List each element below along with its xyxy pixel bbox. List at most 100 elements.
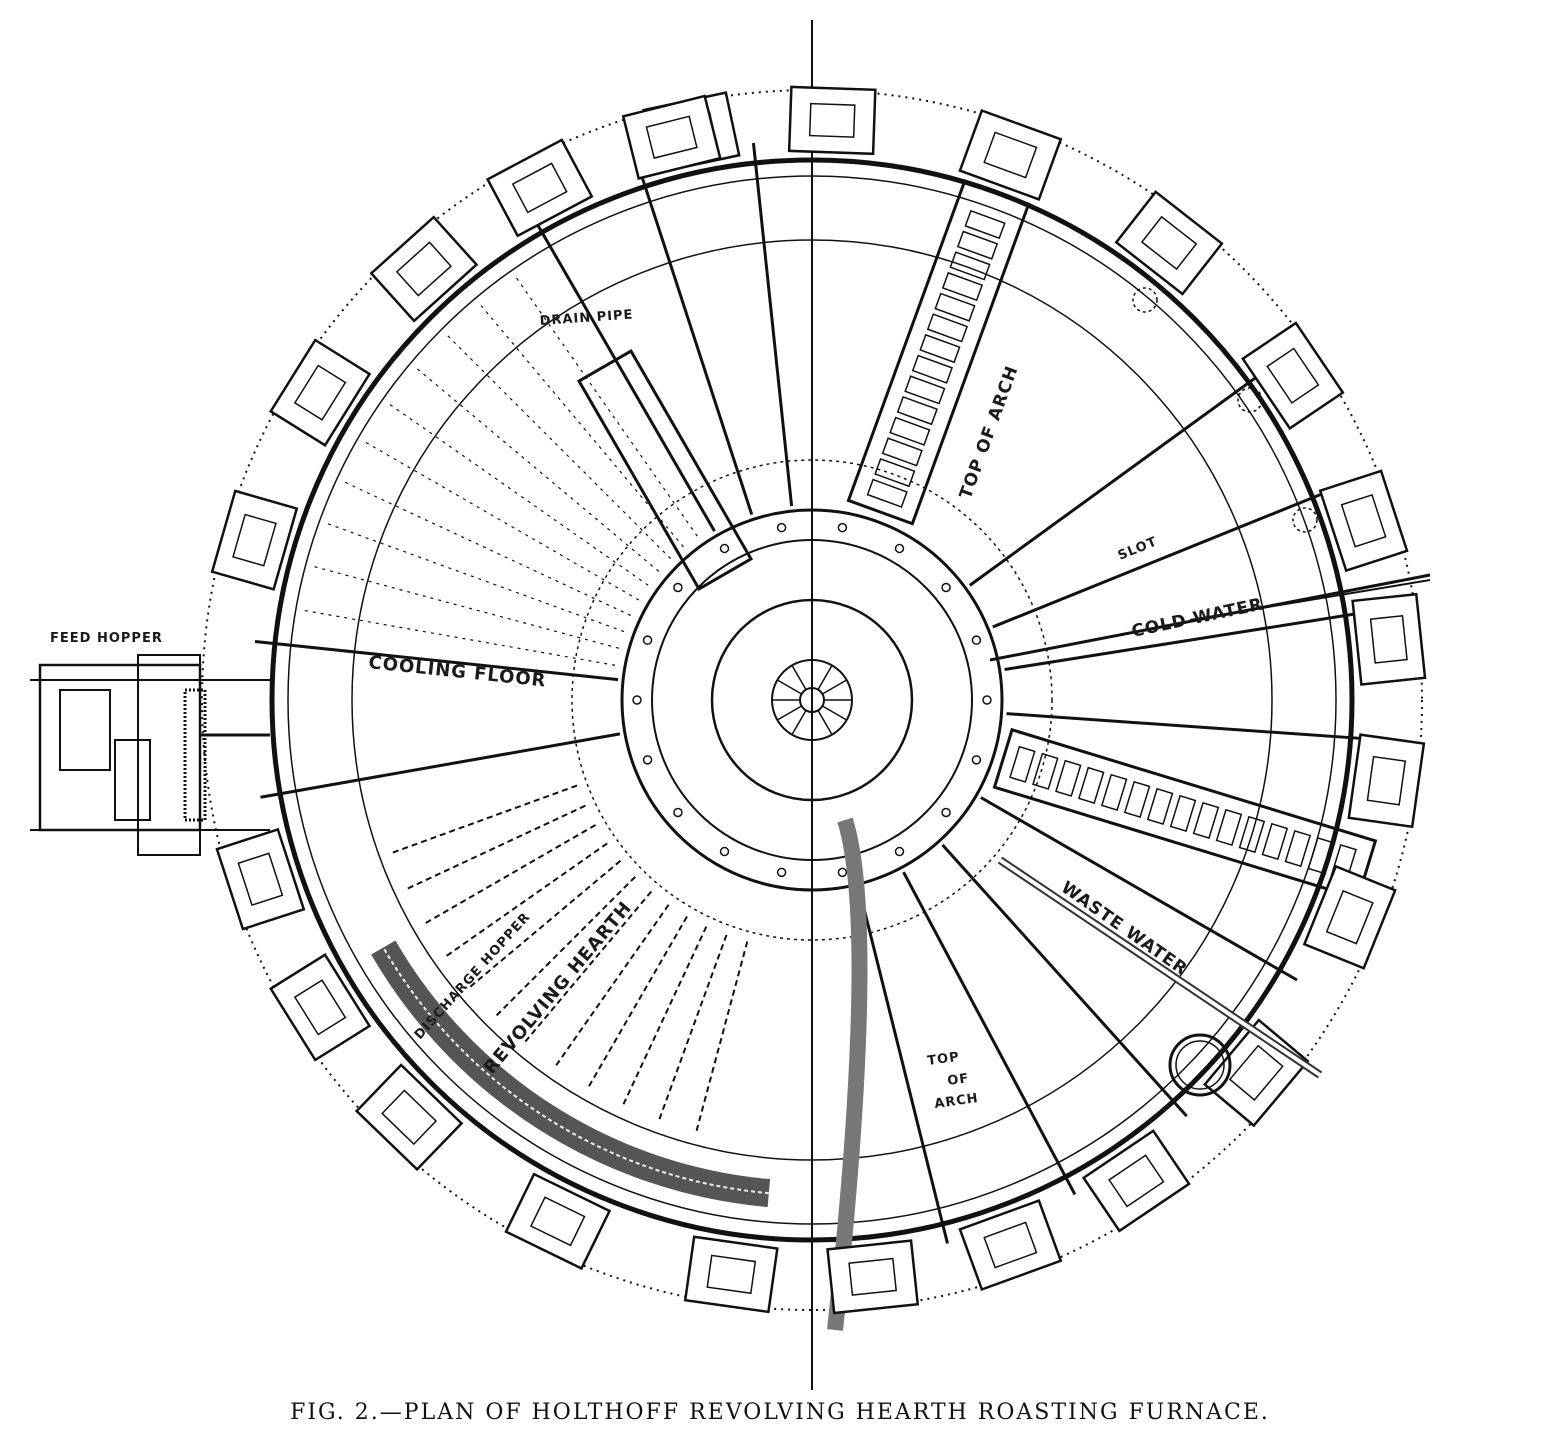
wall-buttress [683, 1235, 779, 1314]
rabble-tooth [1055, 759, 1082, 797]
wall-buttress [485, 138, 594, 238]
wall-buttress [1318, 469, 1409, 573]
column-bolt [776, 867, 787, 878]
label-waste-water: WASTE WATER [1057, 878, 1191, 980]
buttress-inner [645, 115, 698, 159]
buttress-inner [983, 1221, 1038, 1269]
buttress-inner [1140, 215, 1198, 271]
cooling-floor-ray [477, 301, 684, 548]
wall-buttress [621, 94, 722, 180]
wall-buttress [504, 1172, 612, 1271]
shaft-spoke [776, 679, 802, 695]
label-revolving-hearth: REVOLVING HEARTH [480, 897, 637, 1078]
cooling-floor-ray [443, 331, 672, 560]
hearth-mid-ring [571, 459, 1053, 941]
column-bolt [971, 635, 982, 645]
shaft-spoke [822, 705, 848, 721]
wall-buttress [1241, 321, 1345, 431]
rabble-tooth [941, 271, 984, 302]
rabble-arm [1006, 712, 1371, 741]
rabble-tooth [919, 333, 961, 364]
column-bolt [982, 695, 992, 705]
shaft-spoke [776, 705, 802, 721]
rabble-tooth [1261, 822, 1289, 861]
buttress-inner [1325, 889, 1374, 945]
buttress-inner [1369, 614, 1408, 664]
hearth-ray [421, 824, 596, 926]
wall-buttress [958, 108, 1063, 202]
rabble-arm [530, 214, 716, 532]
hearth-ray [521, 890, 653, 1046]
rabble-tooth [964, 209, 1006, 240]
rabble-tooth [1238, 815, 1266, 854]
upper-rabble-beam [846, 179, 1031, 526]
hearth-inspection-hole [1292, 507, 1318, 533]
column-bolt [837, 522, 848, 533]
rabble-tooth [1123, 780, 1151, 818]
hearth-ray [553, 904, 670, 1070]
wall-buttress [1302, 864, 1397, 970]
hearth-ray [586, 916, 688, 1091]
rabble-tooth [1284, 829, 1312, 868]
wall-buttress [269, 338, 372, 447]
rabble-tooth [1307, 836, 1335, 875]
buttress-inner [511, 162, 568, 214]
wall-buttress [1351, 592, 1427, 686]
rabble-arm [992, 488, 1332, 629]
rabble-arm [254, 639, 619, 682]
buttress-inner [237, 852, 284, 907]
wall-buttress [269, 953, 372, 1062]
shaft-spoke [817, 664, 833, 690]
column-bolt [673, 807, 683, 818]
figure-caption: FIG. 2.—PLAN OF HOLTHOFF REVOLVING HEART… [290, 1400, 1270, 1425]
rabble-arm [637, 166, 754, 516]
rabble-arm [857, 888, 949, 1244]
furnace-structure [30, 20, 1431, 1390]
label-top-of-arch-lower-3: ARCH [933, 1091, 979, 1112]
shaft-spoke [817, 710, 833, 736]
lower-rabble-beam [992, 727, 1378, 901]
rabble-tooth [926, 313, 969, 343]
column-bolt [673, 582, 683, 593]
outer-casing-circle [201, 89, 1423, 1311]
rabble-tooth [934, 292, 976, 322]
buttress-inner [1340, 493, 1387, 548]
hearth-inspection-hole [1237, 387, 1263, 413]
rabble-tooth [1009, 745, 1036, 783]
label-cold-water: COLD WATER [1130, 594, 1265, 641]
cold-water-pipe-inner [1189, 579, 1431, 621]
rabble-arm [751, 142, 794, 507]
wall-buttress [958, 1198, 1063, 1292]
buttress-inner [381, 1089, 438, 1146]
wall-buttress [1081, 1129, 1191, 1233]
buttress-inner [1366, 755, 1407, 806]
cooling-floor-ray [361, 439, 640, 601]
buttress-inner [808, 102, 856, 138]
rabble-tooth [1146, 787, 1174, 825]
wall-buttress [354, 1063, 464, 1172]
hearth-ray [493, 876, 636, 1019]
cooling-floor-ray [413, 365, 660, 572]
feed-drive-box [114, 739, 151, 821]
cooling-floor-ray [340, 479, 631, 617]
feed-motor [59, 689, 111, 771]
column-bolt [941, 807, 951, 818]
hearth-ray [388, 784, 578, 855]
buttress-inner [293, 364, 347, 421]
rabble-tooth [956, 230, 999, 260]
discharge-chute [827, 817, 868, 1331]
buttress-inner [1108, 1154, 1165, 1208]
buttress-inner [848, 1257, 898, 1296]
drain-pipe-housing [576, 349, 754, 591]
hearth-ray [657, 934, 728, 1124]
hearth-inspection-hole [1132, 287, 1158, 313]
column-bolt [719, 543, 730, 554]
feed-hopper-housing [137, 654, 201, 856]
waste-water-pipe-core [998, 858, 1322, 1077]
rabble-tooth [1169, 794, 1197, 833]
rabble-tooth [881, 437, 923, 467]
cooling-floor-ray [385, 401, 649, 586]
rabble-tooth [1032, 752, 1059, 790]
manhole-inner [1175, 1040, 1225, 1090]
